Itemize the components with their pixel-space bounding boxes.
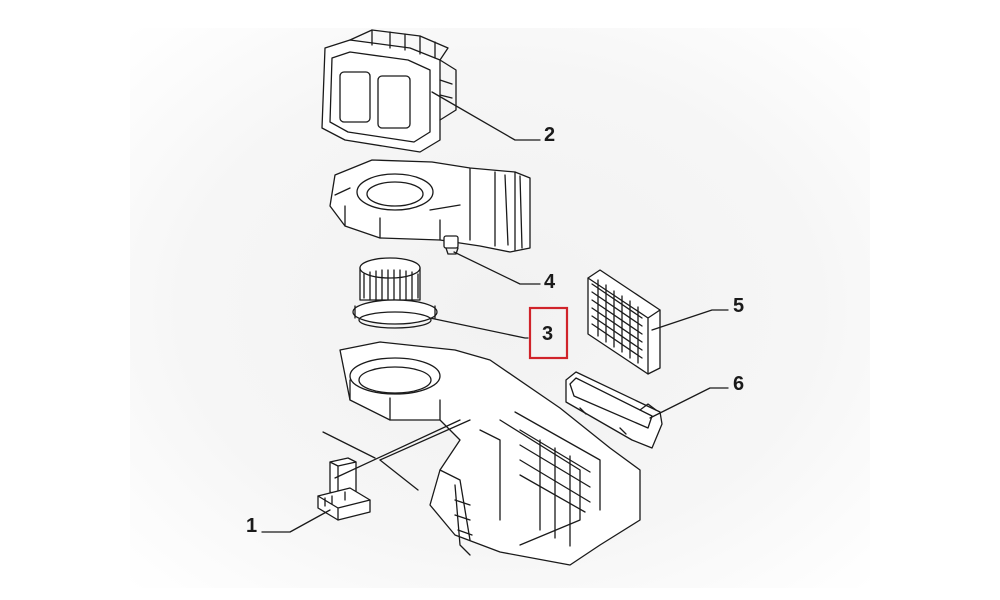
callout-3-highlight-box <box>528 306 569 360</box>
blower-resistor-icon <box>317 457 371 521</box>
upper-blower-housing-icon <box>329 159 531 253</box>
callout-2: 2 <box>544 124 555 146</box>
blower-fan-motor-icon <box>352 257 438 329</box>
callout-4: 4 <box>544 271 556 293</box>
lower-hvac-housing-icon <box>339 341 641 566</box>
callout-3: 3 <box>542 323 553 345</box>
callout-1: 1 <box>246 515 257 537</box>
leader-lines <box>261 91 729 533</box>
cabin-filter-icon <box>587 269 661 375</box>
callout-5: 5 <box>733 295 744 317</box>
callout-6: 6 <box>733 373 744 395</box>
assembly-lines <box>322 419 471 491</box>
clip-icon <box>443 235 459 255</box>
filter-cover-icon <box>565 371 663 449</box>
air-intake-housing-icon <box>321 29 457 153</box>
